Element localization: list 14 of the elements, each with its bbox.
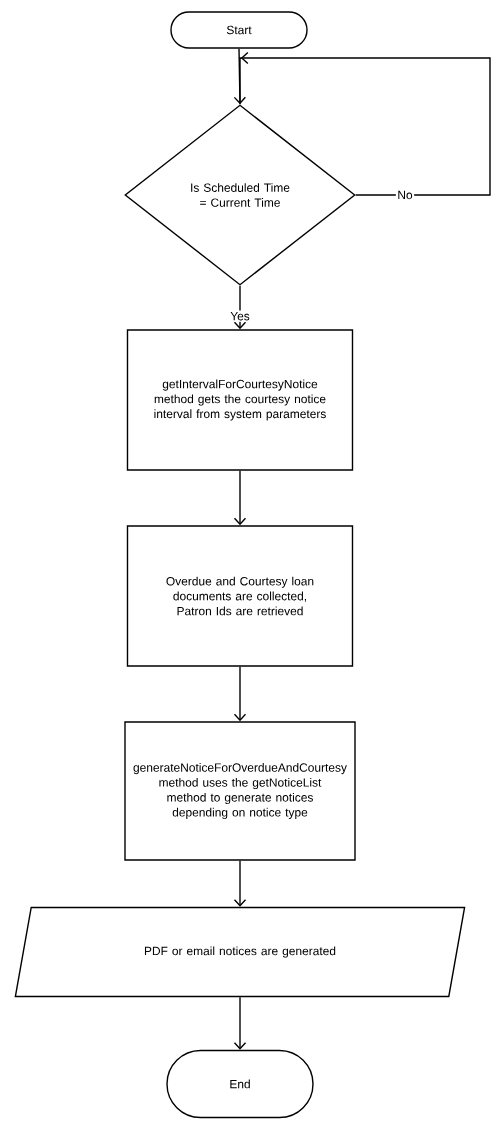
process-box: generateNoticeForOverdueAndCourtesy method uses the getNoticeList method to generate notices depending on notice type	[124, 721, 356, 861]
edge-label: Yes	[228, 310, 252, 322]
arrow	[233, 285, 247, 330]
arrow	[233, 666, 247, 722]
edge-label: No	[395, 189, 415, 201]
input-output-parallelogram: PDF or email notices are generated	[14, 906, 466, 998]
process-box: getIntervalForCourtesyNotice method gets the courtesy notice interval from system parameters	[126, 329, 354, 471]
arrow	[233, 860, 247, 907]
end-terminal: End	[166, 1049, 314, 1119]
start-terminal: Start	[170, 11, 308, 49]
arrow	[233, 470, 247, 526]
arrow	[233, 48, 247, 105]
process-box: Overdue and Courtesy loan documents are collected, Patron Ids are retrieved	[126, 525, 354, 667]
arrow	[233, 996, 247, 1050]
